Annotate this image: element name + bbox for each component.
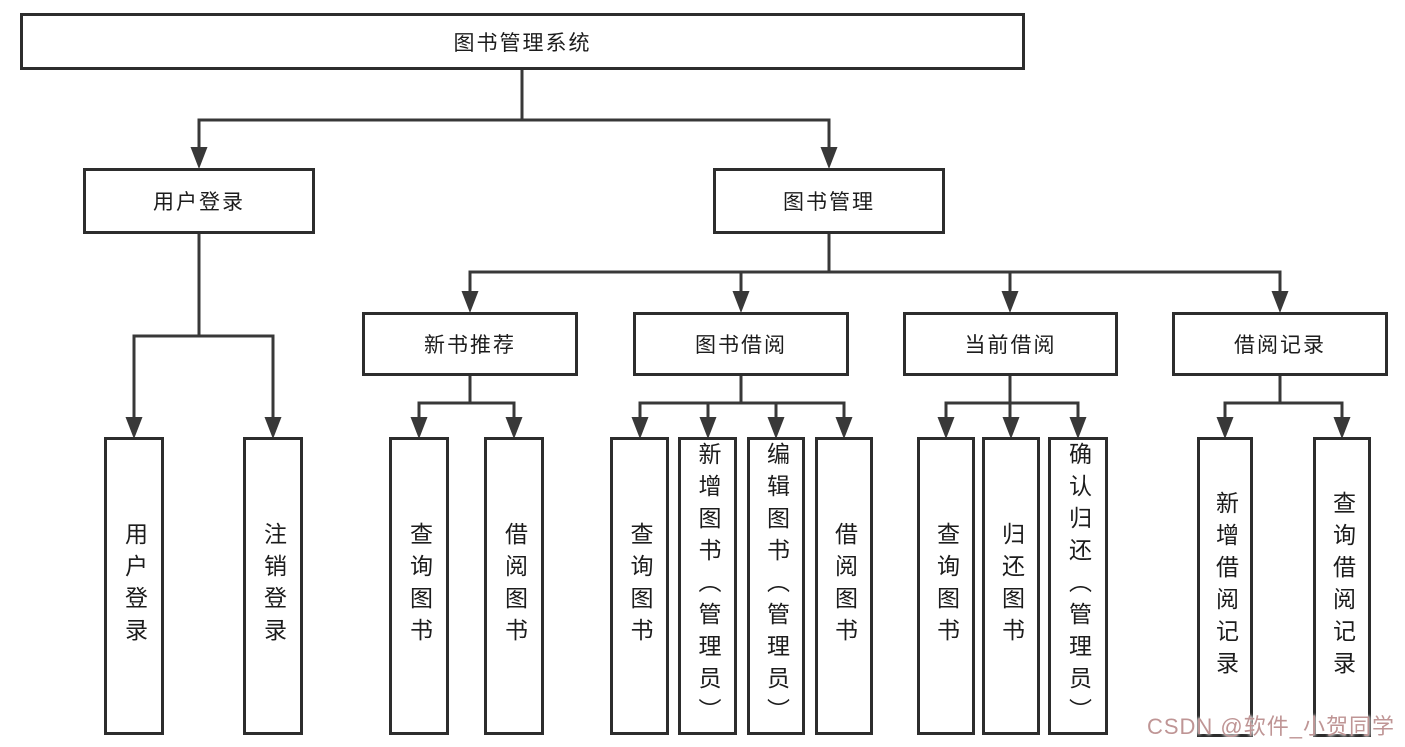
arrow-into-current-borrowing: [1001, 291, 1019, 313]
connector-new-book-branch: [417, 401, 516, 420]
node-new-book-recommend: 新书推荐: [362, 312, 578, 376]
watermark: CSDN @软件_小贺同学: [1146, 714, 1395, 739]
leaf-return-books: 归还图书: [982, 437, 1040, 735]
leaf-borrow-books-1: 借阅图书: [484, 437, 544, 735]
arrow-into-leaf-edit-book: [767, 417, 785, 439]
leaf-query-books-1: 查询图书: [389, 437, 449, 735]
leaf-query-books-2: 查询图书: [610, 437, 669, 735]
leaf-add-borrow-record: 新增借阅记录: [1197, 437, 1253, 737]
leaf-add-book-admin: 新增图书（管理员）: [678, 437, 737, 735]
arrow-into-leaf-confirm-return: [1069, 417, 1087, 439]
arrow-into-leaf-return-books: [1002, 417, 1020, 439]
arrow-into-leaf-query-books-2: [631, 417, 649, 439]
arrow-into-book-management: [820, 147, 838, 169]
arrow-into-leaf-add-book: [699, 417, 717, 439]
node-user-login: 用户登录: [83, 168, 315, 234]
leaf-query-books-3: 查询图书: [917, 437, 975, 735]
arrow-into-user-login: [190, 147, 208, 169]
connector-records-branch: [1223, 401, 1344, 420]
node-root: 图书管理系统: [20, 13, 1025, 70]
arrow-into-leaf-query-books-1: [410, 417, 428, 439]
arrow-into-leaf-query-record: [1333, 417, 1351, 439]
leaf-edit-book-admin: 编辑图书（管理员）: [747, 437, 805, 735]
connector-borrowing-branch: [638, 401, 846, 420]
arrow-into-leaf-logout: [264, 417, 282, 439]
connector-book-mgmt-branch: [468, 270, 1282, 294]
arrow-into-book-borrowing: [732, 291, 750, 313]
connector-root-branch: [197, 118, 831, 150]
arrow-into-leaf-add-record: [1216, 417, 1234, 439]
leaf-logout: 注销登录: [243, 437, 303, 735]
arrow-into-new-book-recommend: [461, 291, 479, 313]
node-borrowing-records: 借阅记录: [1172, 312, 1388, 376]
arrow-into-leaf-borrow-books-2: [835, 417, 853, 439]
connector-current-branch: [944, 401, 1080, 420]
leaf-borrow-books-2: 借阅图书: [815, 437, 873, 735]
arrow-into-leaf-user-login: [125, 417, 143, 439]
arrow-into-leaf-query-books-3: [937, 417, 955, 439]
leaf-query-borrow-record: 查询借阅记录: [1313, 437, 1371, 737]
leaf-confirm-return-admin: 确认归还（管理员）: [1048, 437, 1108, 735]
node-book-borrowing: 图书借阅: [633, 312, 849, 376]
arrow-into-leaf-borrow-books-1: [505, 417, 523, 439]
arrow-into-borrowing-records: [1271, 291, 1289, 313]
node-current-borrowing: 当前借阅: [903, 312, 1118, 376]
connector-user-login-branch: [132, 334, 275, 420]
node-book-management: 图书管理: [713, 168, 945, 234]
leaf-user-login: 用户登录: [104, 437, 164, 735]
